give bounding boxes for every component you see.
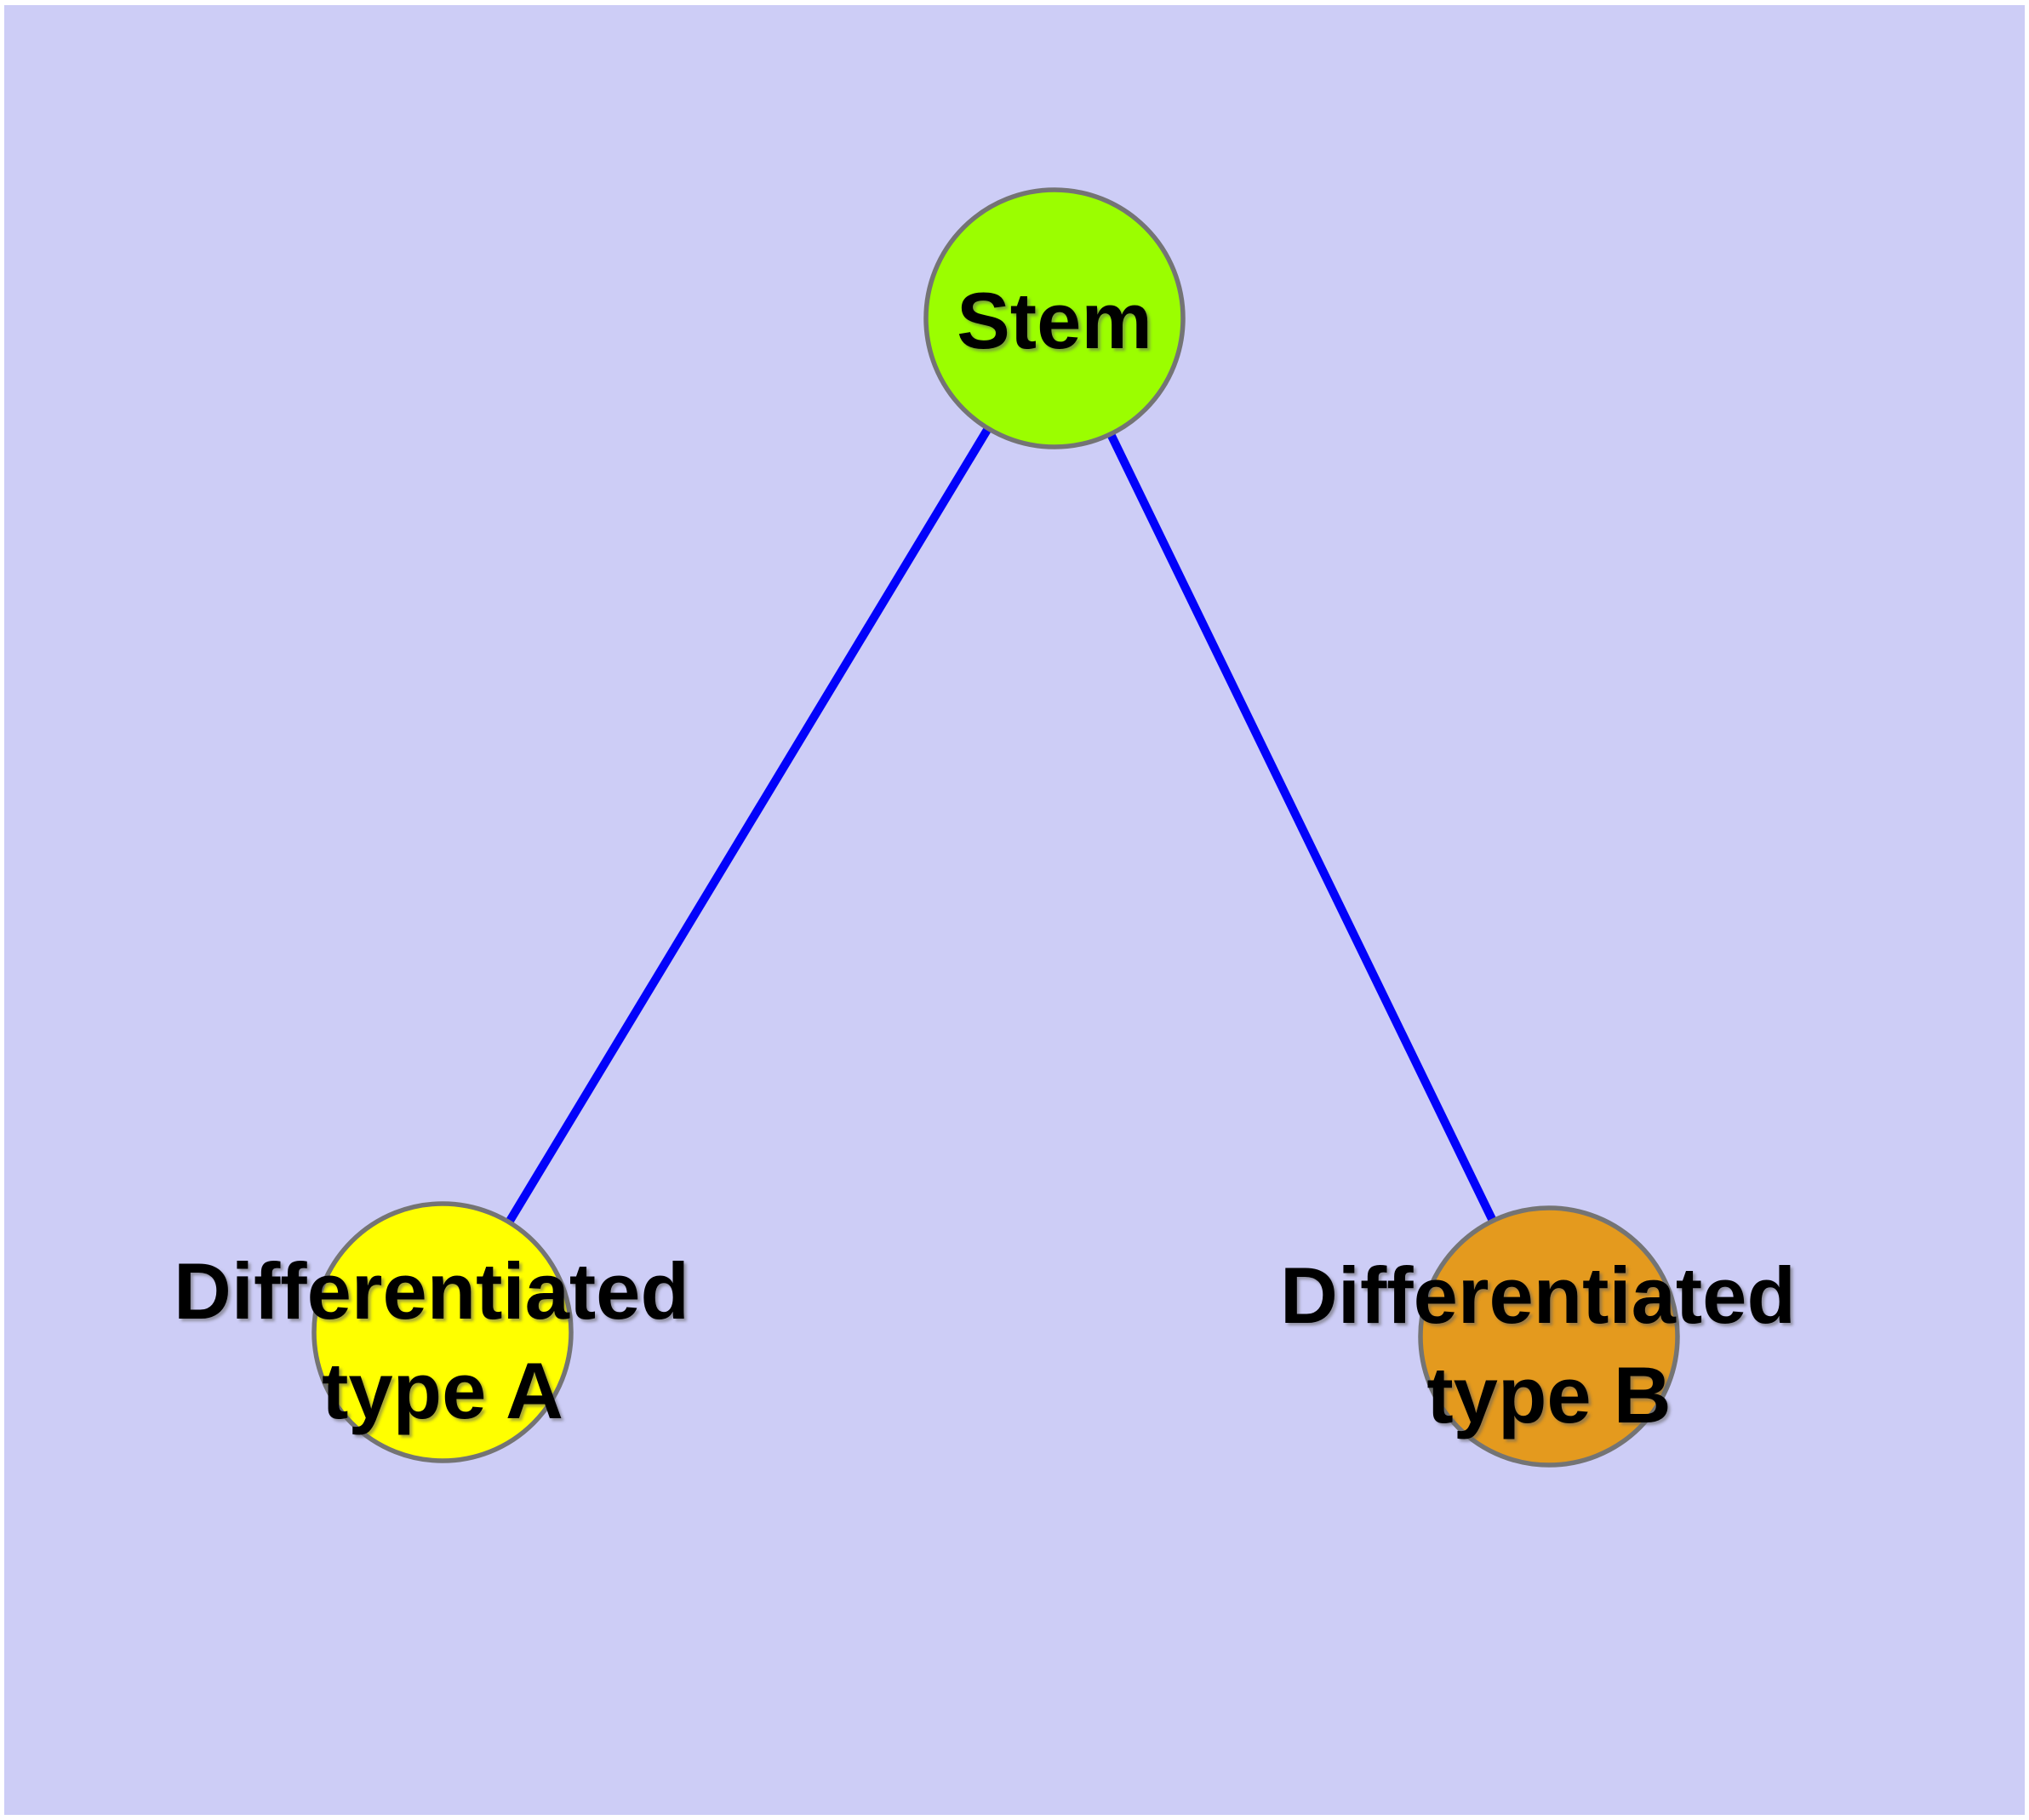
node-differentiated-type-b-label-line1: Differentiated — [1280, 1251, 1796, 1340]
node-differentiated-type-a[interactable]: Differentiated type A — [174, 1201, 712, 1463]
node-differentiated-type-a-label-line2: type A — [322, 1346, 563, 1435]
node-stem[interactable]: Stem — [923, 187, 1186, 449]
node-stem-label: Stem — [957, 276, 1152, 365]
node-differentiated-type-b-circle[interactable] — [1418, 1205, 1680, 1468]
node-stem-circle[interactable] — [923, 187, 1186, 449]
node-differentiated-type-a-label-line1: Differentiated — [174, 1246, 689, 1336]
edge-stem-to-type-a — [438, 316, 1059, 1335]
node-differentiated-type-b[interactable]: Differentiated type B — [1280, 1205, 1818, 1468]
edge-stem-to-type-b — [1050, 316, 1553, 1339]
node-differentiated-type-b-label: Differentiated type B — [1280, 1251, 1818, 1439]
node-differentiated-type-a-circle[interactable] — [311, 1201, 574, 1463]
node-differentiated-type-a-label: Differentiated type A — [174, 1246, 712, 1435]
node-differentiated-type-b-label-line2: type B — [1426, 1350, 1671, 1439]
